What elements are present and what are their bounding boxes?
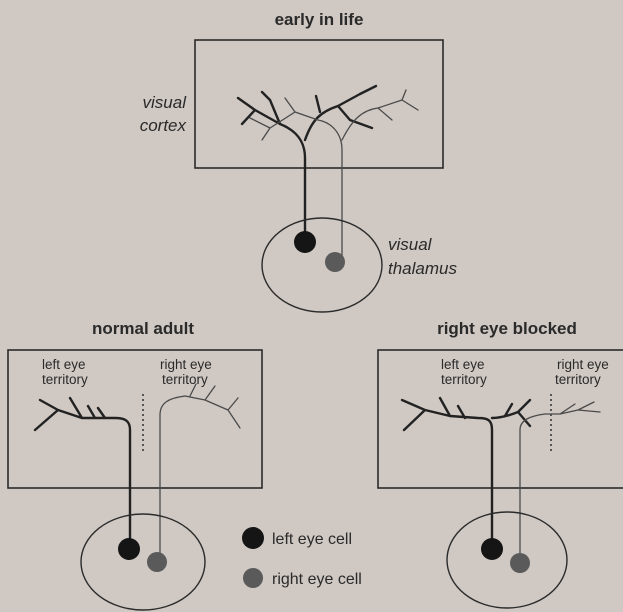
blocked-right-territory-line2: territory [555, 372, 601, 387]
normal-right-eye-arbor [160, 384, 240, 556]
blocked-left-territory-line2: territory [441, 372, 487, 387]
legend-left-eye-label: left eye cell [272, 531, 352, 548]
panel-normal-title: normal adult [92, 319, 194, 338]
normal-left-territory-line1: left eye [42, 357, 86, 372]
normal-left-eye-cell [118, 538, 140, 560]
blocked-left-eye-cell [481, 538, 503, 560]
thalamus-label-line2: thalamus [388, 259, 457, 278]
legend-left-eye-swatch [242, 527, 264, 549]
legend-right-eye-label: right eye cell [272, 571, 362, 588]
panel-blocked-title: right eye blocked [437, 319, 577, 338]
legend: left eye cell right eye cell [242, 527, 362, 588]
blocked-right-eye-arbor [520, 402, 600, 556]
panel-early-title: early in life [275, 10, 364, 29]
blocked-left-territory-line1: left eye [441, 357, 485, 372]
panel-normal-adult: normal adult left eye territory right ey… [8, 319, 262, 610]
blocked-left-eye-arbor [402, 398, 530, 540]
panel-right-eye-blocked: right eye blocked left eye territory rig… [378, 319, 623, 608]
blocked-thalamus-ring [447, 512, 567, 608]
normal-right-territory-line2: territory [162, 372, 208, 387]
cortex-label-line1: visual [143, 93, 188, 112]
normal-right-eye-cell [147, 552, 167, 572]
thalamus-label-line1: visual [388, 235, 433, 254]
normal-right-territory-line1: right eye [160, 357, 212, 372]
early-left-eye-arbor [238, 86, 376, 240]
panel-early-in-life: early in life visual cortex visual thala… [140, 10, 458, 312]
early-left-eye-cell [294, 231, 316, 253]
normal-thalamus-ring [81, 514, 205, 610]
visual-thalamus-ring [262, 218, 382, 312]
legend-right-eye-swatch [243, 568, 263, 588]
normal-left-territory-line2: territory [42, 372, 88, 387]
early-right-eye-cell [325, 252, 345, 272]
blocked-right-eye-cell [510, 553, 530, 573]
blocked-right-territory-line1: right eye [557, 357, 609, 372]
cortex-label-line2: cortex [140, 116, 187, 135]
